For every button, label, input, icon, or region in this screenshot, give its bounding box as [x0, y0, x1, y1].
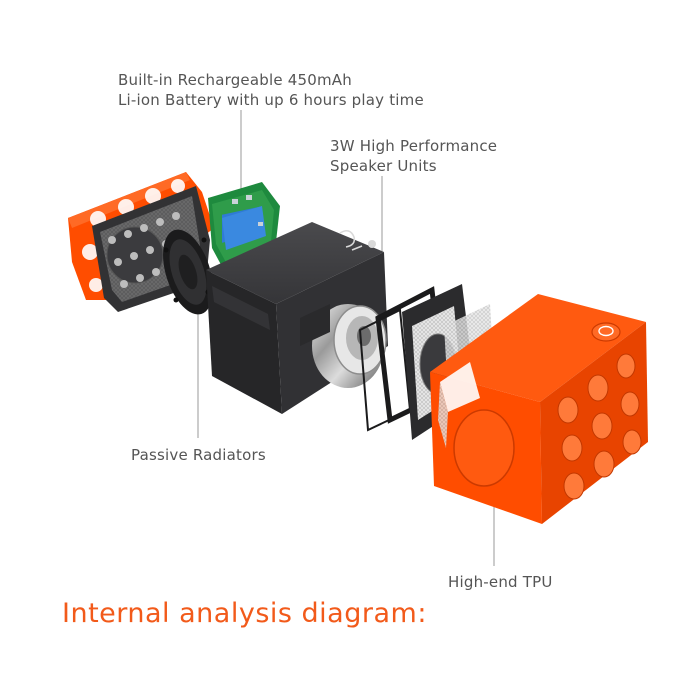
callout-tpu-line1: High-end TPU — [448, 572, 553, 592]
callout-speaker-line1: 3W High Performance — [330, 136, 497, 156]
callout-speaker: 3W High Performance Speaker Units — [330, 136, 497, 176]
callout-battery-line2: Li-ion Battery with up 6 hours play time — [118, 90, 424, 110]
callout-battery: Built-in Rechargeable 450mAh Li-ion Batt… — [118, 70, 424, 110]
power-button-icon — [592, 323, 620, 341]
callout-speaker-line2: Speaker Units — [330, 156, 497, 176]
callout-radiator-line1: Passive Radiators — [131, 445, 266, 465]
callout-tpu: High-end TPU — [448, 572, 553, 592]
diagram-caption: Internal analysis diagram: — [62, 598, 427, 629]
callout-battery-line1: Built-in Rechargeable 450mAh — [118, 70, 424, 90]
callout-radiator: Passive Radiators — [131, 445, 266, 465]
